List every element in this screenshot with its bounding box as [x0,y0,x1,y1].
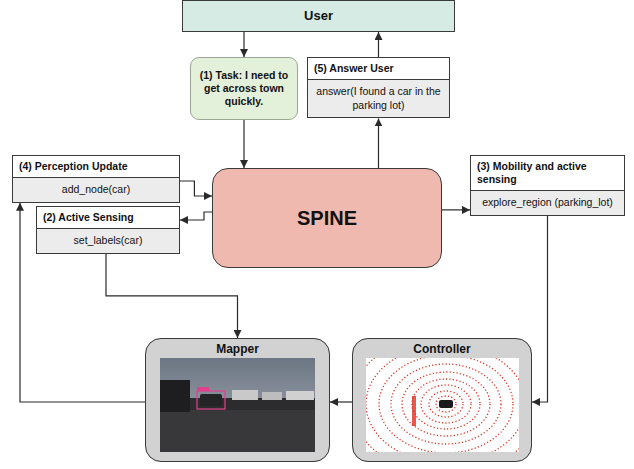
flow-arrow [106,254,238,338]
function-call: explore_region (parking_lot) [471,191,624,215]
foreground-car [160,380,190,412]
lidar-ground [366,358,519,452]
flow-arrow [180,212,212,220]
flow-arrow [243,120,244,168]
trailer [262,392,282,400]
function-call: answer(I found a car in the parking lot) [308,80,449,117]
action-box: (5) Answer Useranswer(I found a car in t… [307,57,450,118]
action-box: (3) Mobility and active sensingexplore_r… [470,155,625,216]
flow-arrow [243,32,244,57]
module-box: Controller [352,338,532,462]
function-call: add_node(car) [13,178,179,202]
function-call: set_labels(car) [37,229,179,253]
bounding-box [197,391,225,409]
bounding-box-tag [197,387,209,391]
action-box: (4) Perception Updateadd_node(car) [12,155,180,203]
lidar-cluster [412,396,416,426]
mapper-panel [145,338,330,462]
node-label: User [304,8,333,24]
lidar-ring [412,379,480,429]
car [200,394,222,406]
flow-arrow [442,209,470,210]
flow-arrow [330,401,352,402]
step-heading: (4) Perception Update [13,156,179,178]
step-heading: (3) Mobility and active sensing [471,156,624,191]
flow-arrow [532,216,548,402]
flow-arrow [378,32,379,57]
task-box: (1) Task: I need to get across town quic… [190,57,298,120]
road [160,410,315,452]
lidar-ring [366,358,519,452]
lidar-ring [429,391,463,417]
flow-arrow [378,118,379,168]
flow-arrow [180,181,212,196]
action-box: (2) Active Sensingset_labels(car) [36,206,180,254]
lidar-image [334,321,558,469]
lidar-ring [421,385,471,423]
camera-image [160,358,315,452]
node-label: SPINE [297,206,357,231]
lidar-ring [436,396,456,412]
lidar-ring [391,364,501,444]
lidar-ring [402,372,490,436]
robot-car [439,400,453,408]
step-heading: (2) Active Sensing [37,207,179,229]
node-label: Controller [353,339,531,356]
lidar-rings [366,358,519,452]
trailer [232,390,258,400]
lidar-ring [366,358,519,452]
lidar-ring [379,358,513,452]
node-label: (1) Task: I need to get across town quic… [197,69,291,108]
controller-panel [352,338,532,462]
core-box: SPINE [212,168,442,268]
sky [160,358,315,452]
module-box: Mapper [145,338,330,462]
lidar-ring [366,358,519,452]
node-label: Mapper [146,339,329,356]
actor-box: User [182,0,455,32]
step-heading: (5) Answer User [308,58,449,80]
trailer [286,391,314,400]
